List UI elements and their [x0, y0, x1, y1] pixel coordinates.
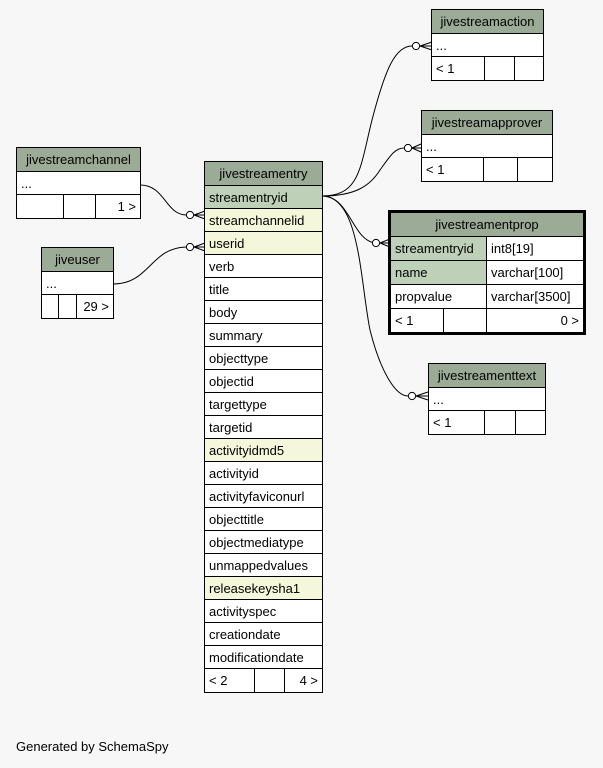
column-objecttitle: objecttitle	[205, 508, 322, 531]
column-type: varchar[3500]	[491, 289, 571, 304]
table-title: jivestreamentry	[205, 162, 322, 186]
footer-children	[516, 411, 545, 434]
column-creationdate: creationdate	[205, 623, 322, 646]
footer-columns	[444, 309, 487, 332]
column-userid: userid	[205, 232, 322, 255]
crowfoot	[411, 143, 422, 153]
footer-columns	[485, 57, 515, 80]
edge-channel-to-entry	[139, 184, 187, 216]
column-ellipsis: ...	[429, 388, 545, 411]
column-ellipsis: ...	[17, 172, 140, 195]
column-ellipsis: ...	[422, 135, 552, 158]
table-jiveuser[interactable]: jiveuser ... 29 >	[41, 247, 114, 319]
column-verb: verb	[205, 255, 322, 278]
column-ellipsis: ...	[432, 34, 543, 57]
column-streamentryid: streamentryid int8[19]	[391, 237, 583, 261]
edge-end-circle	[403, 143, 413, 153]
footer-parents: < 1	[432, 57, 485, 80]
footer-parents: < 1	[391, 309, 444, 332]
column-name: streamentryid	[391, 237, 487, 260]
column-name: propvalue	[391, 285, 487, 308]
column-type: varchar[100]	[491, 265, 564, 280]
column-unmappedvalues: unmappedvalues	[205, 554, 322, 577]
column-title: title	[205, 278, 322, 301]
column-list: streamentryid int8[19] name varchar[100] pro…	[391, 237, 583, 309]
table-footer: 29 >	[42, 295, 113, 318]
table-title: jivestreamaction	[432, 10, 543, 34]
table-jivestreamenttext[interactable]: jivestreamenttext ... < 1	[428, 363, 546, 435]
column-activityidmd5: activityidmd5	[205, 439, 322, 462]
footer-children: 0 >	[560, 313, 579, 328]
crowfoot	[419, 41, 433, 51]
table-jivestreamentprop[interactable]: jivestreamentprop streamentryid int8[19] n…	[388, 210, 586, 335]
footer-columns	[485, 411, 516, 434]
column-name: name	[391, 261, 487, 284]
column-propvalue: propvalue varchar[3500]	[391, 285, 583, 309]
table-footer: < 1	[422, 158, 552, 181]
table-title: jivestreamapprover	[422, 111, 552, 135]
column-streamchannelid: streamchannelid	[205, 209, 322, 232]
edge-entry-to-approver	[321, 147, 405, 197]
column-objectid: objectid	[205, 370, 322, 393]
footer-children: 4 >	[299, 673, 318, 688]
footer-columns	[484, 158, 518, 181]
table-footer: < 1 0 >	[391, 309, 583, 332]
column-objectmediatype: objectmediatype	[205, 531, 322, 554]
column-targettype: targettype	[205, 393, 322, 416]
footer-children: 29 >	[83, 299, 109, 314]
table-title: jivestreamchannel	[17, 148, 140, 172]
footer-parents: < 1	[429, 411, 485, 434]
column-releasekeysha1: releasekeysha1	[205, 577, 322, 600]
column-modificationdate: modificationdate	[205, 646, 322, 669]
table-jivestreamchannel[interactable]: jivestreamchannel ... 1 >	[16, 147, 141, 219]
table-jivestreamaction[interactable]: jivestreamaction ... < 1	[431, 9, 544, 81]
table-footer: < 1	[429, 411, 545, 434]
edge-end-circle	[407, 391, 417, 401]
table-footer: < 1	[432, 57, 543, 80]
column-name: name varchar[100]	[391, 261, 583, 285]
crowfoot	[415, 391, 429, 401]
footer-columns	[59, 295, 77, 318]
footer-columns	[64, 195, 96, 218]
column-summary: summary	[205, 324, 322, 347]
edge-entry-to-enttext	[321, 195, 409, 397]
column-activityspec: activityspec	[205, 600, 322, 623]
table-title: jivestreamentprop	[391, 213, 583, 237]
column-body: body	[205, 301, 322, 324]
column-activityid: activityid	[205, 462, 322, 485]
footer-children	[518, 158, 552, 181]
table-title: jivestreamenttext	[429, 364, 545, 388]
edge-end-circle	[411, 41, 421, 51]
crowfoot	[193, 210, 206, 220]
table-title: jiveuser	[42, 248, 113, 272]
footer-parents: < 1	[422, 158, 484, 181]
footer-children	[515, 57, 543, 80]
edge-end-circle	[185, 242, 195, 252]
footer-children: 1 >	[117, 199, 136, 214]
edge-entry-to-action	[321, 45, 413, 197]
table-jivestreamapprover[interactable]: jivestreamapprover ... < 1	[421, 110, 553, 182]
column-targetid: targetid	[205, 416, 322, 439]
footer-parents	[42, 295, 59, 318]
edge-end-circle	[185, 210, 195, 220]
footer-columns	[255, 669, 285, 692]
table-footer: < 2 4 >	[205, 669, 322, 692]
crowfoot	[193, 242, 206, 252]
column-ellipsis: ...	[42, 272, 113, 295]
generated-by-note: Generated by SchemaSpy	[16, 739, 169, 754]
column-type: int8[19]	[491, 241, 534, 256]
edge-user-to-entry	[112, 246, 187, 285]
edge-end-circle	[371, 238, 381, 248]
footer-parents	[17, 195, 64, 218]
column-objecttype: objecttype	[205, 347, 322, 370]
footer-parents: < 2	[205, 669, 255, 692]
table-footer: 1 >	[17, 195, 140, 218]
column-activityfaviconurl: activityfaviconurl	[205, 485, 322, 508]
column-streamentryid: streamentryid	[205, 186, 322, 209]
